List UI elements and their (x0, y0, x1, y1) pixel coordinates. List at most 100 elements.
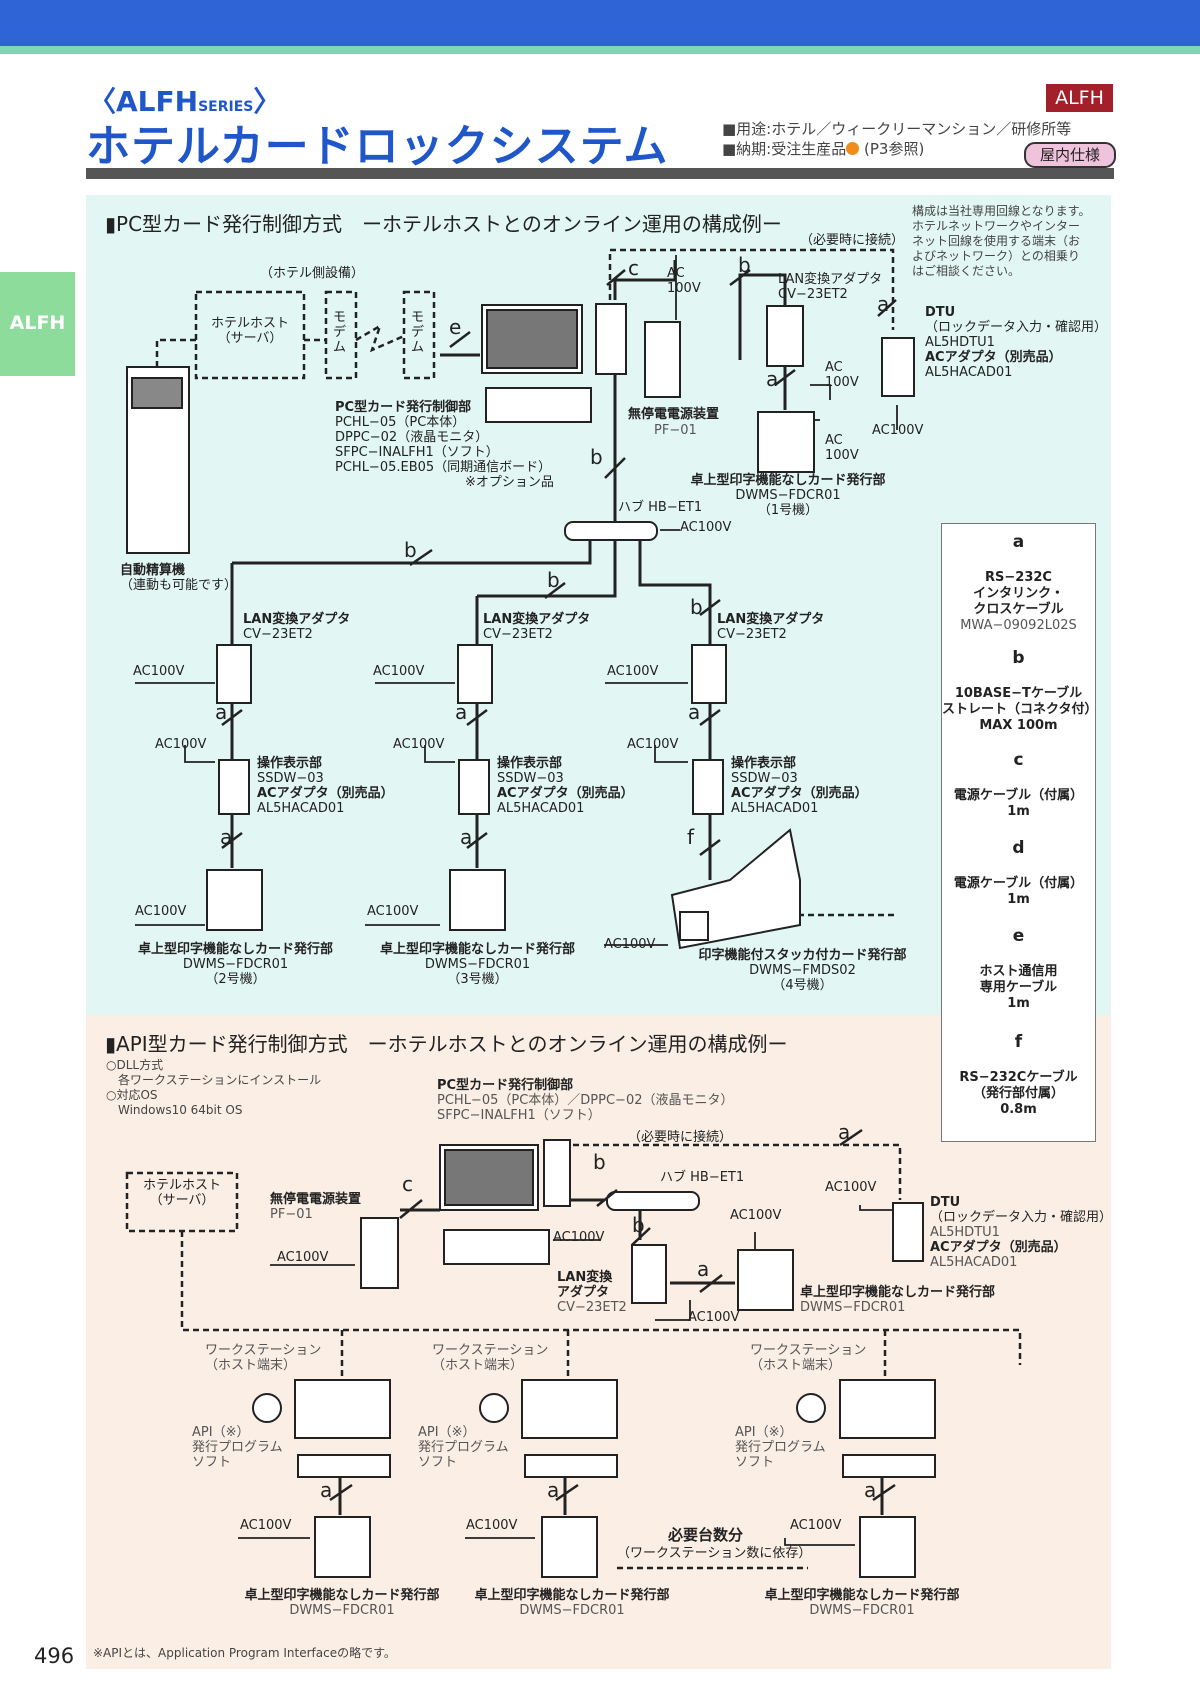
cable-b-lan4-letter: b (690, 595, 703, 619)
pc-section-heading: ▮PC型カード発行制御方式 ーホテルホストとのオンライン運用の構成例ー (105, 212, 782, 236)
api-cable-a2-letter: a (547, 1478, 560, 1502)
ups-label: 無停電電源装置 (628, 407, 720, 422)
api-footnote: ※APIとは、Application Program Interfaceの略です… (93, 1646, 396, 1660)
api-hub-label: ハブ HB−ET1 (660, 1170, 745, 1185)
cable-a-ops4-letter: a (688, 700, 701, 724)
cable-a-card3-letter: a (460, 825, 473, 849)
lan4-ac: AC100V (607, 664, 659, 679)
page-title: ホテルカードロックシステム (86, 121, 669, 172)
api-card1-ac: AC100V (240, 1518, 292, 1533)
dtu-ac: AC100V (872, 423, 924, 438)
cable-e-letter: e (449, 315, 462, 339)
workstation-3-label: ワークステーション（ホスト端末） (750, 1343, 867, 1373)
api-cable-c-letter: c (402, 1172, 413, 1196)
cable-a-ops3-letter: a (455, 700, 468, 724)
api-card2-ac: AC100V (466, 1518, 518, 1533)
cable-a-dtu-letter: a (877, 292, 890, 316)
cable-b-top-letter: b (738, 253, 751, 277)
auto-settlement-machine: 自動精算機（連動も可能です） (120, 563, 238, 593)
cable-a-ops2-letter: a (215, 700, 228, 724)
api-cable-a3-letter: a (864, 1478, 877, 1502)
cable-c-letter: c (628, 256, 639, 280)
need-count-label: 必要台数分 (668, 1526, 744, 1544)
series-label: 〈ALFHSERIES〉 (88, 85, 282, 118)
cable-b-lan2-letter: b (404, 538, 417, 562)
api-type-panel (86, 1015, 1111, 1669)
made-to-order-dot-icon (846, 142, 860, 155)
hub-label: ハブ HB−ET1 (618, 500, 703, 515)
pc-section-note: 構成は当社専用回線となります。ホテルネットワークやインターネット回線を使用する端… (912, 204, 1091, 278)
hotel-host-server: ホテルホスト（サーバ） (210, 316, 289, 346)
api-ups-ac: AC100V (277, 1250, 329, 1265)
page-number: 496 (34, 1644, 75, 1668)
api-soft-2: API（※）発行プログラムソフト (418, 1425, 509, 1470)
usage-text: ■用途:ホテル／ウィークリーマンション／研修所等 (722, 120, 1072, 138)
api-cable-b-letter: b (593, 1150, 606, 1174)
lan2-ac: AC100V (133, 664, 185, 679)
side-index-tab[interactable]: ALFH (0, 272, 75, 376)
product-badge: ALFH (1046, 84, 1113, 112)
ops3-ac: AC100V (393, 737, 445, 752)
cable-f-card4-letter: f (687, 825, 695, 849)
ups-model: PF−01 (654, 423, 697, 438)
modem-left: モデム (333, 310, 347, 355)
api-card3-ac: AC100V (790, 1518, 842, 1533)
top-banner (0, 0, 1200, 46)
api-need-connect: （必要時に接続） (628, 1130, 733, 1145)
modem-right: モデム (411, 310, 425, 355)
api-hotel-host: ホテルホスト（サーバ） (142, 1178, 221, 1208)
api-card-ac: AC100V (730, 1208, 782, 1223)
lan3-ac: AC100V (373, 664, 425, 679)
pc-control-unit-label: PC型カード発行制御部 PCHL−05（PC本体） DPPC−02（液晶モニタ）… (335, 400, 554, 490)
card3-ac: AC100V (367, 904, 419, 919)
api-soft-3: API（※）発行プログラムソフト (735, 1425, 826, 1470)
api-cable-b2-letter: b (632, 1213, 645, 1237)
api-dll-note: ○DLL方式 各ワークステーションにインストール○対応OS Windows10 … (106, 1058, 322, 1117)
cable-a-card1-letter: a (766, 367, 779, 391)
cable-a-card2-letter: a (220, 825, 233, 849)
cable-b-pc-letter: b (590, 445, 603, 469)
title-underline (86, 168, 1114, 179)
card4-ac: AC100V (604, 937, 656, 952)
api-soft-1: API（※）発行プログラムソフト (192, 1425, 283, 1470)
top-accent-bar (0, 46, 1200, 54)
ops4-ac: AC100V (627, 737, 679, 752)
api-section-heading: ▮API型カード発行制御方式 ーホテルホストとのオンライン運用の構成例ー (105, 1032, 788, 1056)
api-cable-a-dtu-letter: a (838, 1120, 851, 1144)
card2-ac: AC100V (135, 904, 187, 919)
hub-ac: AC100V (680, 520, 732, 535)
ops2-ac: AC100V (155, 737, 207, 752)
api-cable-a1-letter: a (320, 1478, 333, 1502)
need-count-sub: （ワークステーション数に依存） (617, 1546, 812, 1561)
api-lan-ac: AC100V (688, 1310, 740, 1325)
api-cable-a-card-letter: a (697, 1257, 710, 1281)
cable-b-lan3-letter: b (547, 568, 560, 592)
need-connect-label: （必要時に接続） (800, 233, 905, 248)
workstation-1-label: ワークステーション（ホスト端末） (205, 1343, 322, 1373)
